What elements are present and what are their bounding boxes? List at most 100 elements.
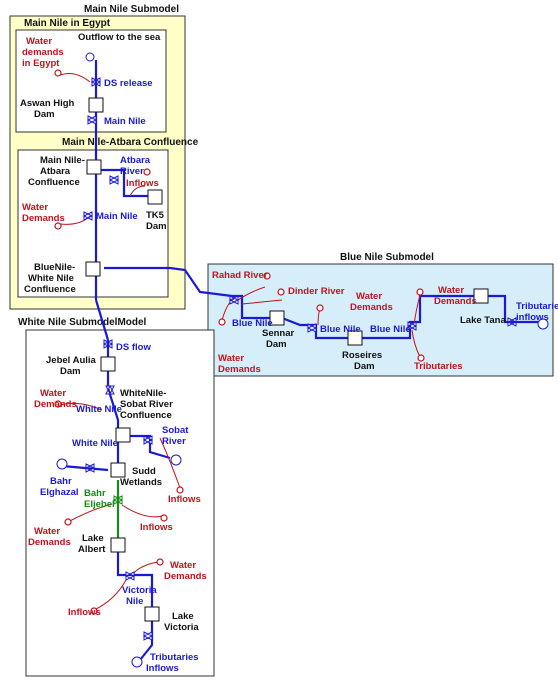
sennar-l1: Sennar <box>262 328 295 339</box>
valve-icon <box>406 321 418 331</box>
blue-nile-1-label: Blue Nile <box>232 318 273 329</box>
tk5-dam-stock[interactable] <box>147 189 163 205</box>
valve-icon <box>102 339 114 349</box>
inflows-victoria-label: Inflows <box>68 607 101 618</box>
valve-icon <box>105 384 115 396</box>
tributaries-inflows-bn-l2: inflows <box>516 312 549 323</box>
aux-icon <box>143 168 151 176</box>
aux-icon <box>316 304 324 312</box>
roseires-dam-stock[interactable] <box>347 330 363 346</box>
aux-icon <box>54 222 62 230</box>
aswan-label-l1: Aswan High <box>20 98 75 109</box>
water-demands-wn1-l1: Water <box>40 388 66 399</box>
roseires-l2: Dam <box>354 361 375 372</box>
water-demands-wn2-l1: Water <box>34 526 60 537</box>
bw-confluence-stock[interactable] <box>85 261 101 277</box>
white-nile-submodel-title: White Nile SubmodelModel <box>18 317 147 328</box>
inflows-sobat-label: Inflows <box>168 494 201 505</box>
ws-conf-l3: Confluence <box>120 410 172 421</box>
aux-icon <box>156 558 164 566</box>
water-demands-wn3-l2: Demands <box>164 571 207 582</box>
main-nile-egypt-title: Main Nile in Egypt <box>24 18 111 29</box>
valve-icon <box>108 175 120 185</box>
aux-icon <box>90 607 98 615</box>
valve-icon <box>124 571 136 581</box>
lake-albert-stock[interactable] <box>110 537 126 553</box>
bw-conf-l2: White Nile <box>28 273 74 284</box>
bahr-elghazal-l2: Elghazal <box>40 487 79 498</box>
atbara-river-pipe <box>96 168 150 198</box>
water-demands-bn2-l1: Water <box>438 285 464 296</box>
bahr-eljebel-l2: Eljebel <box>84 499 115 510</box>
inflows-eljebel-label: Inflows <box>140 522 173 533</box>
water-demands-bn1-l1: Water <box>356 291 382 302</box>
lake-victoria-l2: Victoria <box>164 622 199 633</box>
tk5-l2: Dam <box>146 221 167 232</box>
valve-icon <box>306 323 318 333</box>
atbara-conf-l1: Main Nile- <box>40 155 85 166</box>
aswan-label-l2: Dam <box>34 109 55 120</box>
aux-icon <box>64 518 72 526</box>
ds-release-label: DS release <box>104 78 153 89</box>
sennar-l2: Dam <box>266 339 287 350</box>
lake-victoria-stock[interactable] <box>144 606 160 622</box>
bw-conf-l3: Confluence <box>24 284 76 295</box>
water-demands-wn3-l1: Water <box>170 560 196 571</box>
sobat-river-l1: Sobat <box>162 425 189 436</box>
aux-icon <box>416 288 424 296</box>
water-demands-egypt-l3: in Egypt <box>22 58 60 69</box>
ws-conf-l2: Sobat River <box>120 399 173 410</box>
valve-icon <box>86 115 98 125</box>
aux-icon <box>218 318 226 326</box>
aux-icon <box>160 514 168 522</box>
roseires-l1: Roseires <box>342 350 382 361</box>
cloud-icon <box>131 656 143 668</box>
jebel-aulia-stock[interactable] <box>100 356 116 372</box>
cloud-icon <box>85 52 95 62</box>
lake-albert-l1: Lake <box>82 533 104 544</box>
valve-icon <box>84 463 96 473</box>
valves <box>82 77 518 641</box>
lake-tana-label: Lake Tana <box>460 315 506 326</box>
water-demands-bn2-l2: Demands <box>434 296 477 307</box>
valve-icon <box>112 495 124 505</box>
valve-icon <box>142 435 154 445</box>
inflows-atbara-label: Inflows <box>126 178 159 189</box>
egypt-subpanel <box>15 29 167 133</box>
outflow-sea-label: Outflow to the sea <box>78 32 161 43</box>
tk5-l1: TK5 <box>146 210 165 221</box>
atbara-confluence-stock[interactable] <box>86 159 102 175</box>
aux-icon <box>176 486 184 494</box>
atbara-conf-l2: Atbara <box>40 166 71 177</box>
cloud-icon <box>56 458 68 470</box>
sudd-wetlands-stock[interactable] <box>110 462 126 478</box>
aux-icon <box>417 354 425 362</box>
white-nile-2-label: White Nile <box>72 438 118 449</box>
valve-icon <box>82 211 94 221</box>
water-demands-egypt-l2: demands <box>22 47 64 58</box>
jebel-aulia-l2: Dam <box>60 366 81 377</box>
clouds <box>56 52 549 668</box>
jebel-aulia-l1: Jebel Aulia <box>46 355 97 366</box>
sennar-dam-stock[interactable] <box>269 310 285 326</box>
cloud-icon <box>537 318 549 330</box>
water-demands-wn1-l2: Demands <box>34 399 77 410</box>
bw-conf-l1: BlueNile- <box>34 262 75 273</box>
victoria-nile-l2: Nile <box>126 596 143 607</box>
ws-confluence-stock[interactable] <box>115 427 131 443</box>
aswan-dam-stock[interactable] <box>88 97 104 113</box>
atbara-river-l1: Atbara <box>120 155 151 166</box>
blue-nile-submodel-title: Blue Nile Submodel <box>340 252 434 263</box>
water-demands-bn3-l2: Demands <box>218 364 261 375</box>
main-nile-submodel-title: Main Nile Submodel <box>84 4 179 15</box>
lake-albert-l2: Albert <box>78 544 106 555</box>
valve-icon <box>142 631 154 641</box>
lake-tana-stock[interactable] <box>473 288 489 304</box>
valve-icon <box>228 295 240 305</box>
sobat-pipe <box>126 434 171 460</box>
victoria-nile-l1: Victoria <box>122 585 157 596</box>
main-nile-2-label: Main Nile <box>96 211 138 222</box>
tributaries-bn-label: Tributaries <box>414 361 463 372</box>
main-nile-1-label: Main Nile <box>104 116 146 127</box>
ds-flow-label: DS flow <box>116 342 151 353</box>
